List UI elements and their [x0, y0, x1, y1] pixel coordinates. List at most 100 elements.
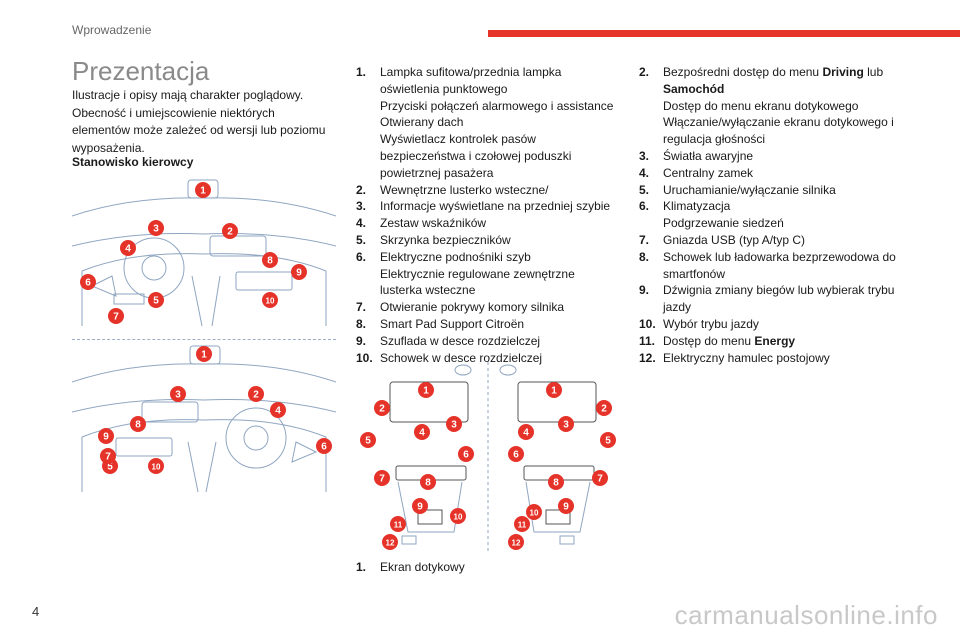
- legend-item-text: Smart Pad Support Citroën: [380, 316, 525, 331]
- legend-item: 10.Schowek w desce rozdzielczej: [356, 350, 620, 367]
- legend-item-text: Uruchamianie/wyłączanie silnika: [663, 182, 836, 197]
- legend-item: 5. Skrzynka bezpieczników: [356, 232, 620, 249]
- callout-marker-4: 4: [270, 402, 286, 418]
- svg-text:12: 12: [386, 539, 395, 548]
- callout-marker-12: 12: [508, 534, 524, 550]
- legend-item-text: Informacje wyświetlane na przedniej szyb…: [380, 199, 611, 214]
- legend-item: 2. Bezpośredni dostęp do menu Driving lub…: [639, 64, 903, 148]
- svg-text:1: 1: [201, 350, 207, 361]
- callout-marker-4: 4: [518, 424, 534, 440]
- legend-item-number: 5.: [356, 232, 367, 247]
- legend-item-number: 9.: [639, 283, 650, 298]
- callout-marker-9: 9: [291, 264, 307, 280]
- svg-text:5: 5: [153, 296, 159, 307]
- callout-marker-11: 11: [390, 516, 406, 532]
- callout-marker-2: 2: [222, 223, 238, 239]
- callout-marker-1: 1: [195, 182, 211, 198]
- legend-item-number: 8.: [356, 316, 367, 331]
- legend-item-number: 7.: [356, 300, 367, 315]
- svg-text:6: 6: [321, 442, 327, 453]
- header-section-title: Wprowadzenie: [72, 23, 152, 37]
- callout-marker-6: 6: [80, 274, 96, 290]
- legend-item-text: Skrzynka bezpieczników: [380, 232, 511, 247]
- callout-marker-9: 9: [558, 498, 574, 514]
- legend-item-number: 2.: [356, 182, 367, 197]
- callout-marker-5: 5: [360, 432, 376, 448]
- callout-marker-3: 3: [558, 416, 574, 432]
- svg-text:6: 6: [85, 278, 91, 289]
- legend-item-text: Elektryczny hamulec postojowy: [663, 350, 830, 365]
- header-accent-bar: [488, 30, 960, 37]
- svg-text:9: 9: [563, 502, 569, 513]
- legend-item: 7. Otwieranie pokrywy komory silnika: [356, 299, 620, 316]
- callout-marker-1: 1: [546, 382, 562, 398]
- legend-item-number: 12.: [639, 350, 656, 365]
- svg-text:9: 9: [103, 432, 109, 443]
- svg-text:4: 4: [523, 428, 529, 439]
- callout-marker-3: 3: [446, 416, 462, 432]
- page-number: 4: [32, 604, 40, 619]
- legend-item-text: Schowek w desce rozdzielczej: [380, 350, 543, 365]
- svg-text:4: 4: [275, 406, 281, 417]
- svg-text:5: 5: [107, 462, 113, 473]
- callout-marker-10: 10: [262, 292, 278, 308]
- legend-item-text: Zestaw wskaźników: [380, 216, 487, 231]
- svg-text:12: 12: [512, 539, 521, 548]
- legend-item: 9.Szuflada w desce rozdzielczej: [356, 333, 620, 350]
- legend-item-text: Bezpośredni dostęp do menu Driving lub S…: [663, 65, 894, 147]
- legend-item-text: Otwieranie pokrywy komory silnika: [380, 300, 565, 315]
- legend-item: 1.Lampka sufitowa/przednia lampka oświet…: [356, 64, 620, 182]
- legend-item: 2.Wewnętrzne lusterko wsteczne/: [356, 182, 620, 199]
- callout-marker-4: 4: [120, 240, 136, 256]
- legend-item: 10.Wybór trybu jazdy: [639, 316, 903, 333]
- legend-item: 5.Uruchamianie/wyłączanie silnika: [639, 182, 903, 199]
- svg-text:9: 9: [296, 268, 302, 279]
- callout-marker-7: 7: [100, 448, 116, 464]
- svg-text:10: 10: [454, 513, 463, 522]
- legend-item: 1.Ekran dotykowy: [356, 559, 620, 576]
- svg-text:1: 1: [423, 386, 429, 397]
- callout-marker-3: 3: [148, 220, 164, 236]
- callout-marker-2: 2: [596, 400, 612, 416]
- svg-text:8: 8: [425, 478, 431, 489]
- svg-text:8: 8: [553, 478, 559, 489]
- svg-text:9: 9: [417, 502, 423, 513]
- legend-item-number: 2.: [639, 65, 650, 79]
- legend-item-number: 7.: [639, 232, 650, 247]
- callout-marker-8: 8: [548, 474, 564, 490]
- legend-item: 7.Gniazda USB (typ A/typ C): [639, 232, 903, 249]
- legend-item-number: 4.: [639, 165, 650, 180]
- legend-item-number: 6.: [639, 199, 650, 214]
- legend-item-number: 8.: [639, 249, 650, 264]
- svg-text:10: 10: [530, 509, 539, 518]
- legend-item-number: 10.: [639, 316, 656, 331]
- svg-text:7: 7: [113, 312, 119, 323]
- svg-text:1: 1: [200, 186, 206, 197]
- callout-marker-5: 5: [148, 292, 164, 308]
- legend-item-number: 3.: [639, 148, 650, 163]
- legend-item: 4.Centralny zamek: [639, 165, 903, 182]
- svg-text:1: 1: [551, 386, 557, 397]
- section-subheading: Stanowisko kierowcy: [72, 155, 194, 169]
- svg-text:10: 10: [266, 297, 275, 306]
- callout-marker-4: 4: [414, 424, 430, 440]
- legend-item: 12. Elektryczny hamulec postojowy: [639, 350, 903, 367]
- svg-text:3: 3: [563, 420, 569, 431]
- svg-text:11: 11: [394, 521, 403, 530]
- legend-item-text: Dźwignia zmiany biegów lub wybierak tryb…: [663, 283, 895, 315]
- callout-marker-7: 7: [374, 470, 390, 486]
- svg-text:2: 2: [227, 227, 233, 238]
- callout-marker-1: 1: [418, 382, 434, 398]
- callout-marker-8: 8: [262, 252, 278, 268]
- svg-text:6: 6: [463, 450, 469, 461]
- svg-text:7: 7: [597, 474, 603, 485]
- callout-marker-5: 5: [600, 432, 616, 448]
- legend-item: 8. Smart Pad Support Citroën: [356, 316, 620, 333]
- legend-list-console: 1.Ekran dotykowy: [356, 559, 620, 576]
- callout-marker-2: 2: [374, 400, 390, 416]
